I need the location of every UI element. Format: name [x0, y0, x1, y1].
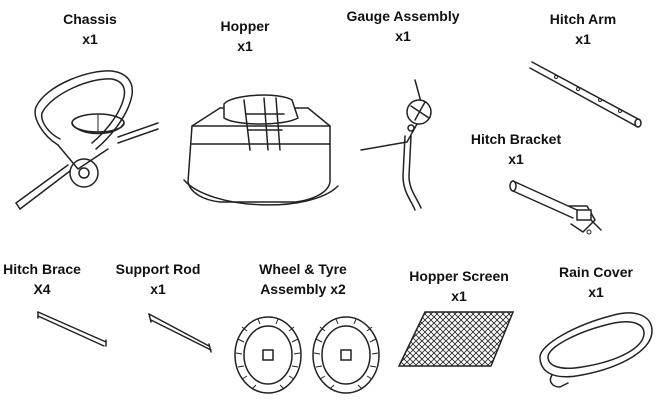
part-name: Gauge Assembly [346, 8, 460, 24]
part-label-support-rod: Support Rod x1 [108, 259, 208, 299]
rain-cover-icon [539, 312, 653, 388]
hitch-bracket-icon [509, 180, 602, 235]
part-label-wheel-tyre: Wheel & Tyre Assembly x2 [250, 259, 356, 299]
part-name: Hitch Arm [549, 11, 617, 27]
part-qty: x1 [575, 31, 591, 47]
part-name: Support Rod [115, 261, 201, 277]
part-label-rain-cover: Rain Cover x1 [548, 262, 644, 302]
part-qty: x1 [588, 284, 604, 300]
part-label-hopper: Hopper x1 [208, 16, 282, 56]
wheel-tyre-icon [234, 316, 380, 394]
part-label-hitch-arm: Hitch Arm x1 [538, 9, 628, 49]
part-label-hitch-brace: Hitch Brace X4 [0, 259, 84, 299]
support-rod-icon [148, 313, 212, 353]
part-qty: x1 [150, 281, 166, 297]
hopper-icon [183, 94, 339, 206]
part-name: Hitch Bracket [470, 131, 562, 147]
part-name: Chassis [63, 11, 117, 27]
gauge-assembly-icon [360, 79, 432, 211]
part-name: Wheel & Tyre [259, 261, 347, 277]
part-label-gauge-assembly: Gauge Assembly x1 [338, 6, 468, 46]
part-label-hitch-bracket: Hitch Bracket x1 [460, 129, 572, 169]
part-qty: Assembly x2 [260, 281, 346, 297]
part-qty: X4 [33, 281, 51, 297]
part-qty: x1 [395, 28, 411, 44]
hopper-screen-icon [397, 311, 515, 367]
part-qty: x1 [82, 31, 98, 47]
part-label-chassis: Chassis x1 [55, 9, 125, 49]
part-name: Hopper [220, 18, 270, 34]
hitch-brace-icon [37, 311, 107, 347]
part-name: Hopper Screen [409, 268, 509, 284]
hitch-arm-icon [529, 61, 642, 128]
chassis-icon [15, 70, 159, 210]
part-qty: x1 [237, 38, 253, 54]
part-label-hopper-screen: Hopper Screen x1 [400, 266, 518, 306]
part-name: Rain Cover [559, 264, 633, 280]
part-qty: x1 [508, 151, 524, 167]
part-name: Hitch Brace [3, 261, 81, 277]
part-qty: x1 [451, 288, 467, 304]
